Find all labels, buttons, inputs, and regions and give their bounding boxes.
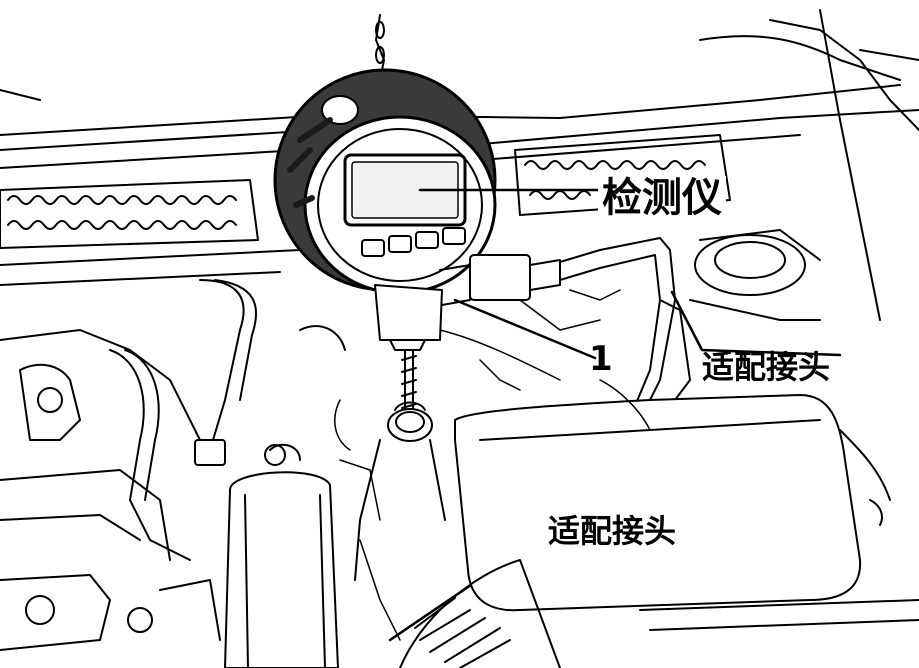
adapter-label-bottom: 适配接头 xyxy=(548,512,677,550)
vent-grille-left xyxy=(0,179,301,286)
strut-tower xyxy=(689,229,821,321)
callout-number-1: 1 xyxy=(589,339,613,379)
engine-detail-lines xyxy=(334,289,651,641)
oil-filler-cap xyxy=(354,401,446,581)
gauge-hose xyxy=(439,237,691,448)
adapter-label-right: 适配接头 xyxy=(702,348,831,386)
reservoir-tank xyxy=(224,471,339,668)
detector-label: 检测仪 xyxy=(598,176,726,220)
engine-components-left xyxy=(0,279,346,651)
digital-gauge-icon xyxy=(273,68,497,421)
cowl-lines xyxy=(0,9,919,321)
air-filter-box xyxy=(454,394,919,631)
intake-hose xyxy=(399,559,561,668)
